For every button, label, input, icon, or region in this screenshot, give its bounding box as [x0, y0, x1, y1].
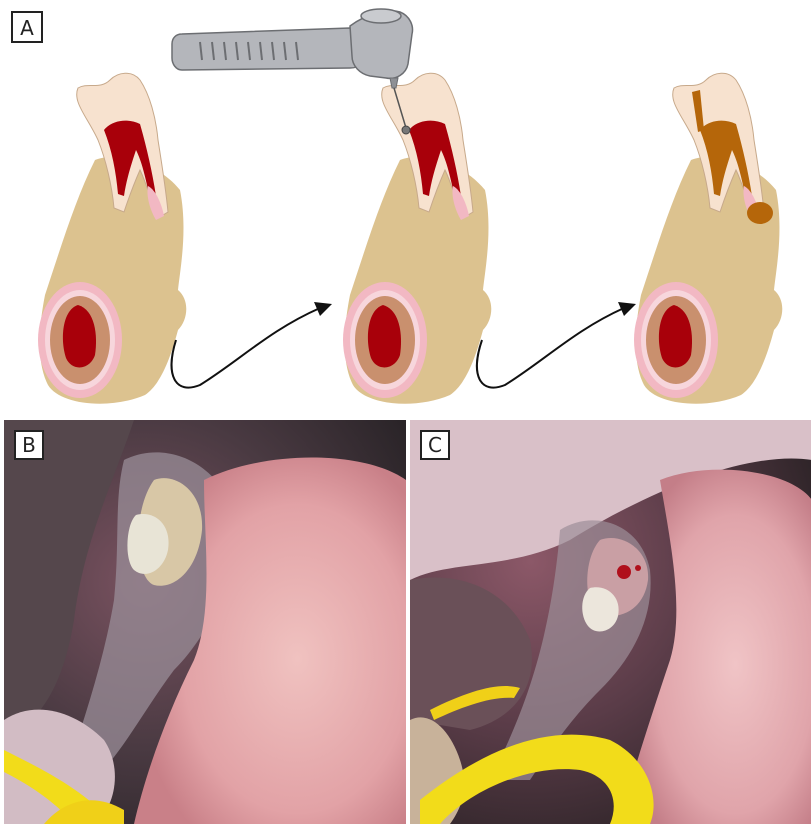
- stage-healthy: [38, 73, 186, 403]
- panel-label-c: C: [420, 430, 450, 460]
- panel-label-b: B: [14, 430, 44, 460]
- photo-before: [4, 420, 406, 824]
- stage-drilling: [343, 73, 491, 403]
- panel-label-a: A: [20, 16, 34, 40]
- schematic-panel: A: [0, 0, 811, 410]
- arrow-icon: [172, 302, 332, 388]
- arrow-icon: [477, 302, 636, 388]
- dental-drill-icon: [172, 9, 413, 134]
- stage-lesion: [634, 73, 782, 403]
- photo-after: [410, 420, 811, 824]
